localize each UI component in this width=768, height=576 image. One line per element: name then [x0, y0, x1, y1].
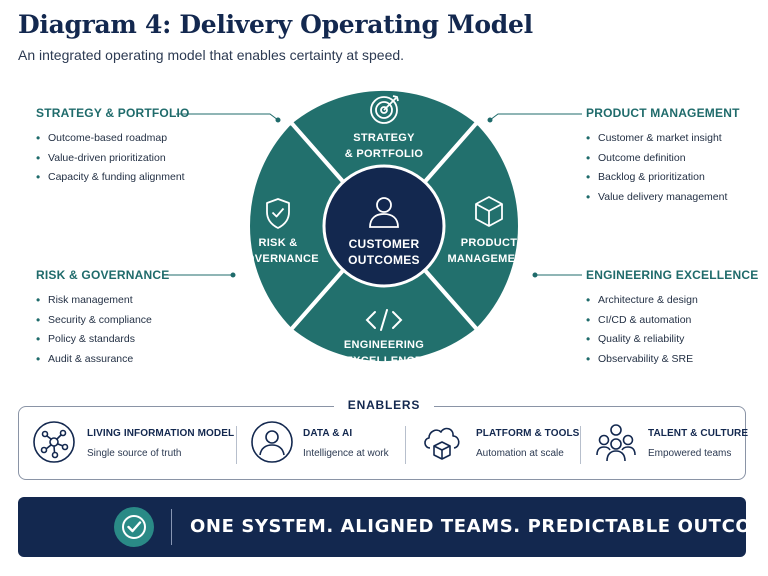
- page-subtitle: An integrated operating model that enabl…: [18, 47, 405, 63]
- enabler-heading: DATA & AI: [303, 428, 353, 439]
- enabler-divider: [236, 426, 237, 464]
- segment-engineering-line1: ENGINEERING: [344, 339, 424, 351]
- list-item: Policy & standards: [36, 330, 169, 350]
- operating-model-wheel: STRATEGY & PORTFOLIO PRODUCT MANAGEMENT …: [165, 88, 582, 367]
- risk-governance-heading: RISK & GOVERNANCE: [36, 268, 170, 282]
- product-management-list: Customer & market insight Outcome defini…: [586, 129, 740, 207]
- list-item: Security & compliance: [36, 311, 169, 331]
- enabler-subtitle: Single source of truth: [87, 448, 182, 459]
- list-item: Value delivery management: [586, 188, 740, 208]
- risk-governance-list: Risk management Security & compliance Po…: [36, 291, 169, 369]
- list-item: Outcome definition: [586, 149, 740, 169]
- connector-dot: [275, 117, 281, 123]
- cloud-cube-icon: [424, 427, 460, 460]
- segment-strategy-line1: STRATEGY: [353, 132, 415, 144]
- list-item: Architecture & design: [586, 291, 758, 311]
- network-icon: [33, 421, 75, 463]
- user-icon: [369, 197, 399, 228]
- risk-governance-block: RISK & GOVERNANCE Risk management Securi…: [36, 268, 169, 369]
- list-item: Outcome-based roadmap: [36, 129, 190, 149]
- segment-strategy-line2: & PORTFOLIO: [345, 148, 424, 160]
- product-management-block: PRODUCT MANAGEMENT Customer & market ins…: [586, 106, 740, 207]
- enabler-heading: LIVING INFORMATION MODEL: [87, 428, 235, 439]
- code-icon: [365, 309, 403, 331]
- list-item: Quality & reliability: [586, 330, 758, 350]
- list-item: Risk management: [36, 291, 169, 311]
- enabler-living-information-model: LIVING INFORMATION MODEL Single source o…: [32, 420, 235, 466]
- team-icon: [596, 424, 636, 462]
- enabler-divider: [580, 426, 581, 464]
- enabler-subtitle: Automation at scale: [476, 448, 564, 459]
- enabler-talent-culture: TALENT & CULTURE Empowered teams: [594, 420, 748, 466]
- connector-lines: [165, 113, 582, 278]
- core-line2: OUTCOMES: [348, 253, 420, 267]
- strategy-portfolio-list: Outcome-based roadmap Value-driven prior…: [36, 129, 190, 188]
- core-line1: CUSTOMER: [349, 237, 420, 251]
- list-item: Audit & assurance: [36, 350, 169, 370]
- segment-risk-line2: GOVERNANCE: [237, 253, 319, 265]
- enabler-divider: [405, 426, 406, 464]
- banner-tagline: ONE SYSTEM. ALIGNED TEAMS. PREDICTABLE O…: [190, 516, 768, 537]
- connector-dot: [487, 117, 493, 123]
- cube-icon: [475, 196, 503, 227]
- segment-product-line1: PRODUCT: [461, 237, 518, 249]
- enabler-data-ai: DATA & AI Intelligence at work: [250, 420, 400, 466]
- product-management-heading: PRODUCT MANAGEMENT: [586, 106, 740, 120]
- segment-product-line2: MANAGEMENT: [447, 253, 530, 265]
- core-customer-outcomes: [322, 164, 446, 288]
- connector-product: [489, 113, 582, 121]
- strategy-portfolio-block: STRATEGY & PORTFOLIO Outcome-based roadm…: [36, 106, 190, 188]
- person-icon: [251, 421, 293, 463]
- list-item: Observability & SRE: [586, 350, 758, 370]
- page-title: Diagram 4: Delivery Operating Model: [18, 10, 533, 39]
- connector-dot: [230, 272, 236, 278]
- tagline-banner: ONE SYSTEM. ALIGNED TEAMS. PREDICTABLE O…: [18, 497, 768, 557]
- strategy-portfolio-heading: STRATEGY & PORTFOLIO: [36, 106, 190, 120]
- banner-divider: [171, 509, 172, 545]
- engineering-excellence-block: ENGINEERING EXCELLENCE Architecture & de…: [586, 268, 758, 369]
- list-item: CI/CD & automation: [586, 311, 758, 331]
- list-item: Customer & market insight: [586, 129, 740, 149]
- engineering-excellence-heading: ENGINEERING EXCELLENCE: [586, 268, 759, 282]
- list-item: Value-driven prioritization: [36, 149, 190, 169]
- enabler-platform-tools: PLATFORM & TOOLS Automation at scale: [420, 420, 580, 466]
- list-item: Backlog & prioritization: [586, 168, 740, 188]
- list-item: Capacity & funding alignment: [36, 168, 190, 188]
- segment-engineering-line2: EXCELLENCE: [346, 355, 423, 367]
- enabler-subtitle: Intelligence at work: [303, 448, 389, 459]
- enabler-subtitle: Empowered teams: [648, 448, 732, 459]
- enablers-title: ENABLERS: [334, 398, 434, 412]
- enabler-heading: PLATFORM & TOOLS: [476, 428, 580, 439]
- segment-risk-line1: RISK &: [258, 237, 297, 249]
- engineering-excellence-list: Architecture & design CI/CD & automation…: [586, 291, 758, 369]
- check-circle-icon: [114, 507, 154, 547]
- enabler-heading: TALENT & CULTURE: [648, 428, 749, 439]
- connector-dot: [532, 272, 538, 278]
- connector-strategy: [176, 113, 279, 121]
- shield-check-icon: [266, 198, 290, 229]
- target-icon: [370, 95, 399, 124]
